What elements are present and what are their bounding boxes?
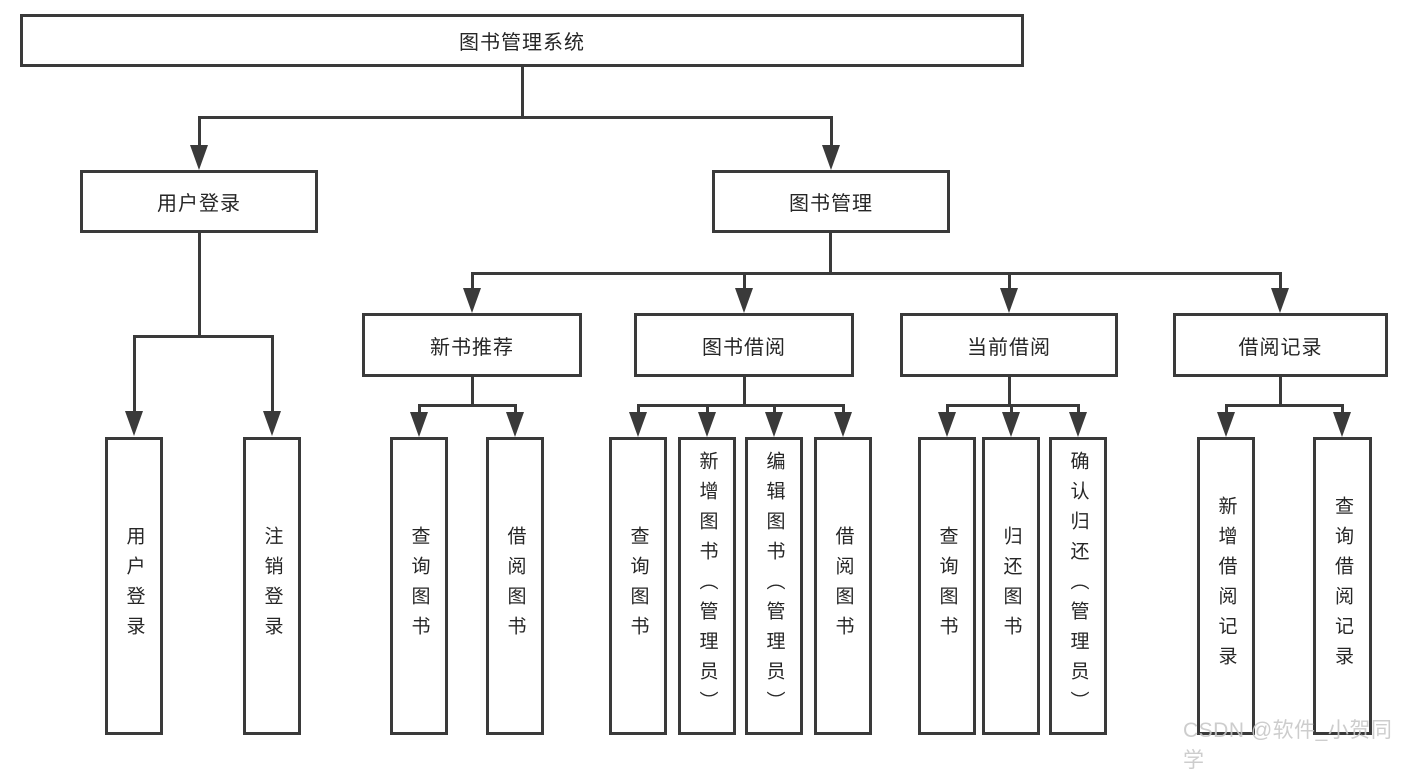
connector-bookmgmt-drop-1 bbox=[471, 272, 474, 295]
leaf-borrow-books-label: 借阅图书 bbox=[832, 526, 854, 646]
connector-current-drop-2 bbox=[1010, 404, 1013, 418]
connector-borrowing-bar bbox=[637, 404, 845, 407]
leaf-user-login: 用户登录 bbox=[105, 437, 163, 735]
connector-bookmgmt-drop-3 bbox=[1008, 272, 1011, 295]
arrowhead-leaf-user-login bbox=[125, 411, 143, 436]
arrowhead-borrow-books bbox=[834, 412, 852, 437]
connector-records-bar bbox=[1225, 404, 1342, 407]
leaf-confirm-return-admin: 确认归还（管理员） bbox=[1049, 437, 1107, 735]
arrowhead-confirm-return-admin bbox=[1069, 412, 1087, 437]
connector-bookmgmt-drop-4 bbox=[1279, 272, 1282, 295]
leaf-add-book-admin: 新增图书（管理员） bbox=[678, 437, 736, 735]
org-chart-canvas: 图书管理系统 用户登录 图书管理 新书推荐 图书借阅 当前借阅 借阅记录 用户登… bbox=[20, 14, 1392, 772]
leaf-confirm-return-admin-label: 确认归还（管理员） bbox=[1067, 451, 1089, 721]
connector-current-drop-3 bbox=[1077, 404, 1080, 418]
root-node-library-system: 图书管理系统 bbox=[20, 14, 1024, 67]
connector-bookmgmt-bar bbox=[471, 272, 1281, 275]
connector-root-left-drop bbox=[198, 116, 201, 150]
connector-records-stem bbox=[1279, 377, 1282, 407]
connector-recommend-drop-2 bbox=[514, 404, 517, 418]
connector-recommend-drop-1 bbox=[418, 404, 421, 418]
node-book-borrowing: 图书借阅 bbox=[634, 313, 854, 377]
leaf-logout-label: 注销登录 bbox=[261, 526, 283, 646]
arrowhead-current-borrowing bbox=[1000, 288, 1018, 313]
node-book-management: 图书管理 bbox=[712, 170, 950, 233]
node-current-borrowing: 当前借阅 bbox=[900, 313, 1118, 377]
connector-recommend-bar bbox=[418, 404, 516, 407]
connector-records-drop-1 bbox=[1225, 404, 1228, 418]
arrowhead-edit-book-admin bbox=[765, 412, 783, 437]
connector-userlogin-drop-1 bbox=[133, 335, 136, 415]
leaf-edit-book-admin: 编辑图书（管理员） bbox=[745, 437, 803, 735]
node-current-borrowing-label: 当前借阅 bbox=[967, 336, 1051, 359]
arrowhead-add-borrow-record bbox=[1217, 412, 1235, 437]
leaf-query-books-borrow: 查询图书 bbox=[609, 437, 667, 735]
leaf-query-books-current: 查询图书 bbox=[918, 437, 976, 735]
node-borrowing-records-label: 借阅记录 bbox=[1238, 336, 1323, 359]
connector-borrowing-drop-1 bbox=[637, 404, 640, 418]
arrowhead-borrowing-records bbox=[1271, 288, 1289, 313]
leaf-query-books-recommend-label: 查询图书 bbox=[408, 526, 430, 646]
leaf-borrow-books-recommend: 借阅图书 bbox=[486, 437, 544, 735]
connector-borrowing-drop-2 bbox=[706, 404, 709, 418]
arrowhead-borrow-books-recommend bbox=[506, 412, 524, 437]
leaf-query-books-current-label: 查询图书 bbox=[936, 526, 958, 646]
arrowhead-query-borrow-record bbox=[1333, 412, 1351, 437]
leaf-query-books-borrow-label: 查询图书 bbox=[627, 526, 649, 646]
arrowhead-book-management bbox=[822, 145, 840, 170]
node-borrowing-records: 借阅记录 bbox=[1173, 313, 1388, 377]
arrowhead-return-book bbox=[1002, 412, 1020, 437]
arrowhead-book-borrowing bbox=[735, 288, 753, 313]
arrowhead-new-book-recommend bbox=[463, 288, 481, 313]
root-node-label: 图书管理系统 bbox=[459, 32, 585, 54]
connector-userlogin-stem bbox=[198, 233, 201, 338]
node-new-book-recommend-label: 新书推荐 bbox=[430, 336, 514, 359]
leaf-add-book-admin-label: 新增图书（管理员） bbox=[696, 451, 718, 721]
node-new-book-recommend: 新书推荐 bbox=[362, 313, 582, 377]
leaf-query-borrow-record-label: 查询借阅记录 bbox=[1332, 496, 1353, 676]
leaf-query-borrow-record: 查询借阅记录 bbox=[1313, 437, 1372, 735]
connector-borrowing-drop-4 bbox=[842, 404, 845, 418]
leaf-user-login-label: 用户登录 bbox=[123, 526, 145, 646]
arrowhead-query-books-borrow bbox=[629, 412, 647, 437]
arrowhead-query-books-recommend bbox=[410, 412, 428, 437]
connector-userlogin-drop-2 bbox=[271, 335, 274, 415]
leaf-add-borrow-record-label: 新增借阅记录 bbox=[1215, 496, 1237, 676]
node-user-login-label: 用户登录 bbox=[157, 193, 241, 215]
leaf-return-book-label: 归还图书 bbox=[1000, 526, 1022, 646]
leaf-edit-book-admin-label: 编辑图书（管理员） bbox=[763, 451, 785, 721]
csdn-watermark: CSDN @软件_小贺同学 bbox=[1183, 719, 1393, 772]
connector-records-drop-2 bbox=[1341, 404, 1344, 418]
connector-userlogin-bar bbox=[133, 335, 274, 338]
arrowhead-query-books-current bbox=[938, 412, 956, 437]
connector-root-stem bbox=[521, 67, 524, 119]
connector-root-right-drop bbox=[830, 116, 833, 150]
connector-borrowing-stem bbox=[743, 377, 746, 407]
leaf-logout: 注销登录 bbox=[243, 437, 301, 735]
leaf-borrow-books: 借阅图书 bbox=[814, 437, 872, 735]
leaf-borrow-books-recommend-label: 借阅图书 bbox=[504, 526, 526, 646]
connector-borrowing-drop-3 bbox=[773, 404, 776, 418]
connector-recommend-stem bbox=[471, 377, 474, 407]
arrowhead-leaf-logout bbox=[263, 411, 281, 436]
connector-current-stem bbox=[1008, 377, 1011, 407]
node-user-login: 用户登录 bbox=[80, 170, 318, 233]
node-book-management-label: 图书管理 bbox=[789, 193, 873, 215]
leaf-return-book: 归还图书 bbox=[982, 437, 1040, 735]
node-book-borrowing-label: 图书借阅 bbox=[702, 336, 786, 359]
connector-bookmgmt-stem bbox=[829, 233, 832, 275]
connector-bookmgmt-drop-2 bbox=[743, 272, 746, 295]
leaf-query-books-recommend: 查询图书 bbox=[390, 437, 448, 735]
leaf-add-borrow-record: 新增借阅记录 bbox=[1197, 437, 1255, 735]
arrowhead-user-login bbox=[190, 145, 208, 170]
arrowhead-add-book-admin bbox=[698, 412, 716, 437]
connector-current-drop-1 bbox=[946, 404, 949, 418]
connector-root-bar bbox=[198, 116, 832, 119]
